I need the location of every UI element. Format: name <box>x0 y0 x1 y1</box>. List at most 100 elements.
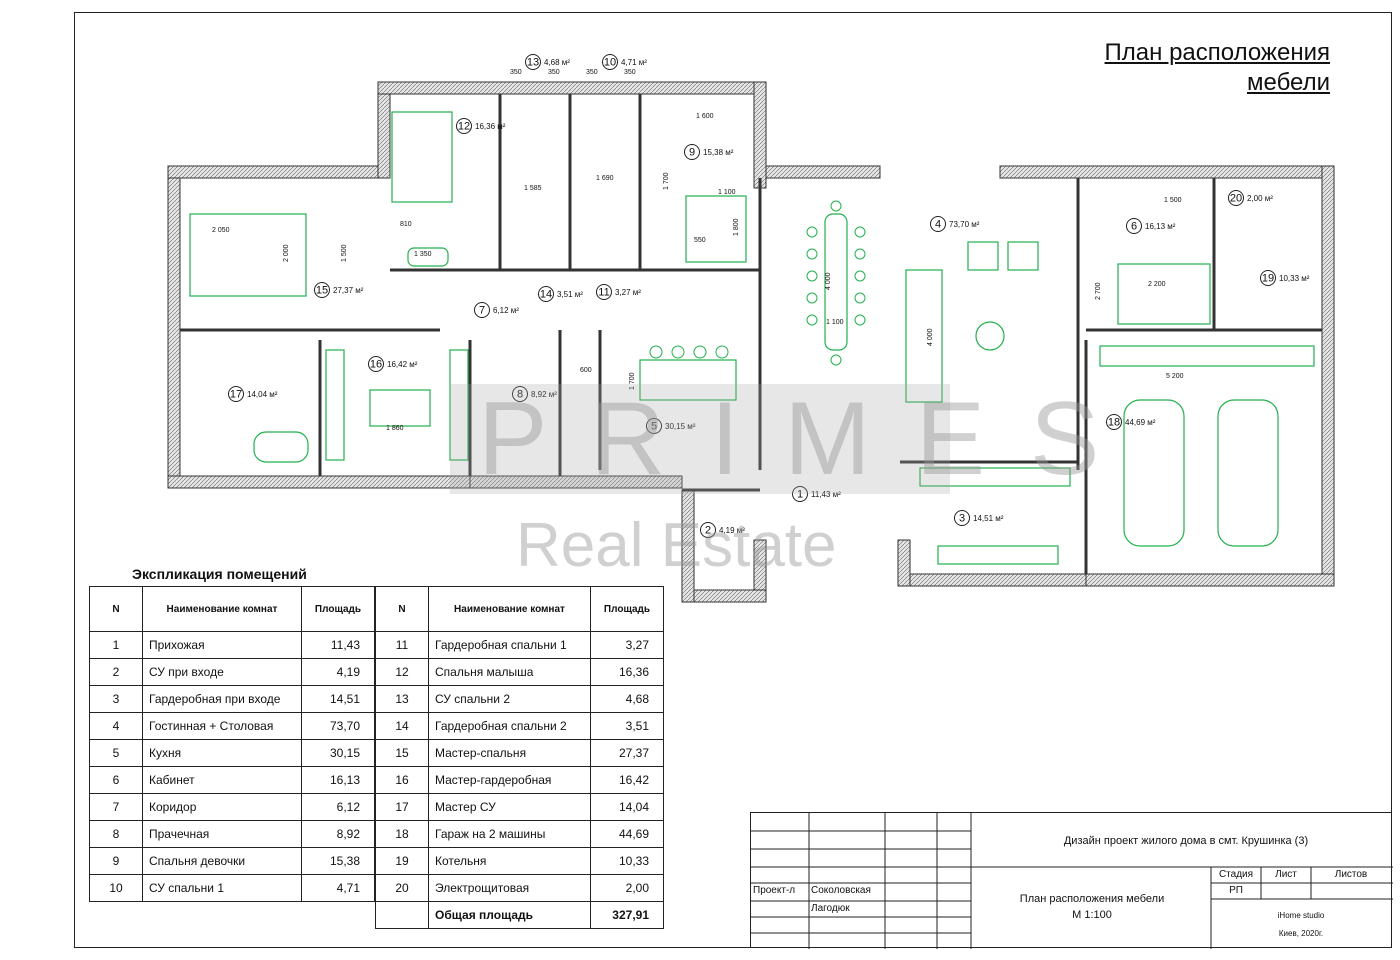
wardrobe-16-left <box>325 349 345 461</box>
project-name: Дизайн проект жилого дома в смт. Крушинк… <box>1063 835 1309 847</box>
room-area: 8,92 м² <box>531 390 557 399</box>
dim-label: 1 500 <box>341 244 348 262</box>
bathtub-12 <box>407 247 449 267</box>
room-area: 2,00 м² <box>1247 194 1273 203</box>
room-area: 44,69 м² <box>1125 418 1156 427</box>
stage-header: Стадия <box>1218 869 1254 880</box>
row-number: 14 <box>375 712 429 740</box>
room-area: 4,71 м² <box>621 58 647 67</box>
row-room-name: Спальня малыша <box>428 658 591 686</box>
bed-12 <box>391 111 453 203</box>
room-area: 3,27 м² <box>615 288 641 297</box>
studio-name: iHome studio <box>1277 911 1325 920</box>
city-year: Киев, 2020г. <box>1278 929 1324 938</box>
row-number: 17 <box>375 793 429 821</box>
wardrobe-3 <box>919 467 1071 487</box>
col-header-name: Наименование комнат <box>428 586 591 632</box>
row-number: 15 <box>375 739 429 767</box>
row-room-name: Гардеробная спальни 1 <box>428 631 591 659</box>
row-area: 27,37 <box>590 739 664 767</box>
room-number: 18 <box>1108 417 1120 429</box>
dim-label: 2 000 <box>283 244 290 262</box>
room-number: 6 <box>1131 221 1137 233</box>
coffee-table <box>975 321 1005 351</box>
sheet-header: Лист <box>1275 869 1297 880</box>
col-header-n: N <box>89 586 143 632</box>
dim-label: 4 000 <box>825 272 832 290</box>
row-area: 44,69 <box>590 820 664 848</box>
row-number: 2 <box>89 658 143 686</box>
row-area: 14,04 <box>590 793 664 821</box>
title-line-1: План расположения <box>1104 39 1330 66</box>
armchair-1 <box>967 241 999 271</box>
sofa-study <box>1117 263 1211 325</box>
dim-label: 1 500 <box>1164 197 1182 204</box>
row-room-name: Мастер СУ <box>428 793 591 821</box>
garage-shelves <box>1099 345 1315 367</box>
row-area: 30,15 <box>301 739 375 767</box>
room-number: 20 <box>1230 193 1242 205</box>
room-number-circle <box>525 54 541 70</box>
total-row: Общая площадь 327,91 <box>375 901 664 929</box>
row-number: 12 <box>375 658 429 686</box>
dim-label: 350 <box>548 69 560 76</box>
room-number-circle <box>314 282 330 298</box>
bed-master <box>189 213 307 297</box>
row-number: 5 <box>89 739 143 767</box>
row-area: 4,71 <box>301 874 375 902</box>
room-number: 3 <box>959 513 965 525</box>
room-number-circle <box>456 118 472 134</box>
row-area: 14,51 <box>301 685 375 713</box>
watermark-brand: P R I M E S <box>478 381 1108 497</box>
row-room-name: Гардеробная при входе <box>142 685 302 713</box>
dim-label: 1 600 <box>696 113 714 120</box>
room-number-circle <box>1126 218 1142 234</box>
dining-table <box>824 213 848 351</box>
room-number: 5 <box>651 421 657 433</box>
room-area: 30,15 м² <box>665 422 696 431</box>
row-room-name: Электрощитовая <box>428 874 591 902</box>
dim-label: 1 700 <box>663 172 670 190</box>
dim-label: 1 585 <box>524 185 542 192</box>
watermark-sub: Real Estate <box>516 511 837 580</box>
kitchen-island <box>639 359 737 401</box>
room-number-circle <box>602 54 618 70</box>
room-number-circle <box>228 386 244 402</box>
room-area: 6,12 м² <box>493 306 519 315</box>
sofa-living <box>905 269 943 403</box>
room-area: 14,04 м² <box>247 390 278 399</box>
room-number-circle <box>368 356 384 372</box>
room-number-circle <box>954 510 970 526</box>
row-area: 15,38 <box>301 847 375 875</box>
room-number: 10 <box>604 57 616 69</box>
dining-chairs <box>649 200 866 366</box>
row-number: 18 <box>375 820 429 848</box>
room-number: 17 <box>230 389 242 401</box>
room-number-circle <box>474 302 490 318</box>
row-room-name: Прихожая <box>142 631 302 659</box>
dim-label: 350 <box>624 69 636 76</box>
room-number-circle <box>792 486 808 502</box>
row-area: 6,12 <box>301 793 375 821</box>
title-line-2: мебели <box>1246 69 1330 96</box>
bathtub-master <box>253 431 309 463</box>
room-number-circle <box>596 284 612 300</box>
room-number-circle <box>1228 190 1244 206</box>
sheets-header: Листов <box>1334 869 1368 880</box>
row-room-name: Котельня <box>428 847 591 875</box>
interior-walls <box>180 94 1322 574</box>
row-number: 20 <box>375 874 429 902</box>
dim-label: 350 <box>510 69 522 76</box>
dim-label: 600 <box>580 367 592 374</box>
drawing-sheet <box>74 12 1392 948</box>
room-area: 73,70 м² <box>949 220 980 229</box>
